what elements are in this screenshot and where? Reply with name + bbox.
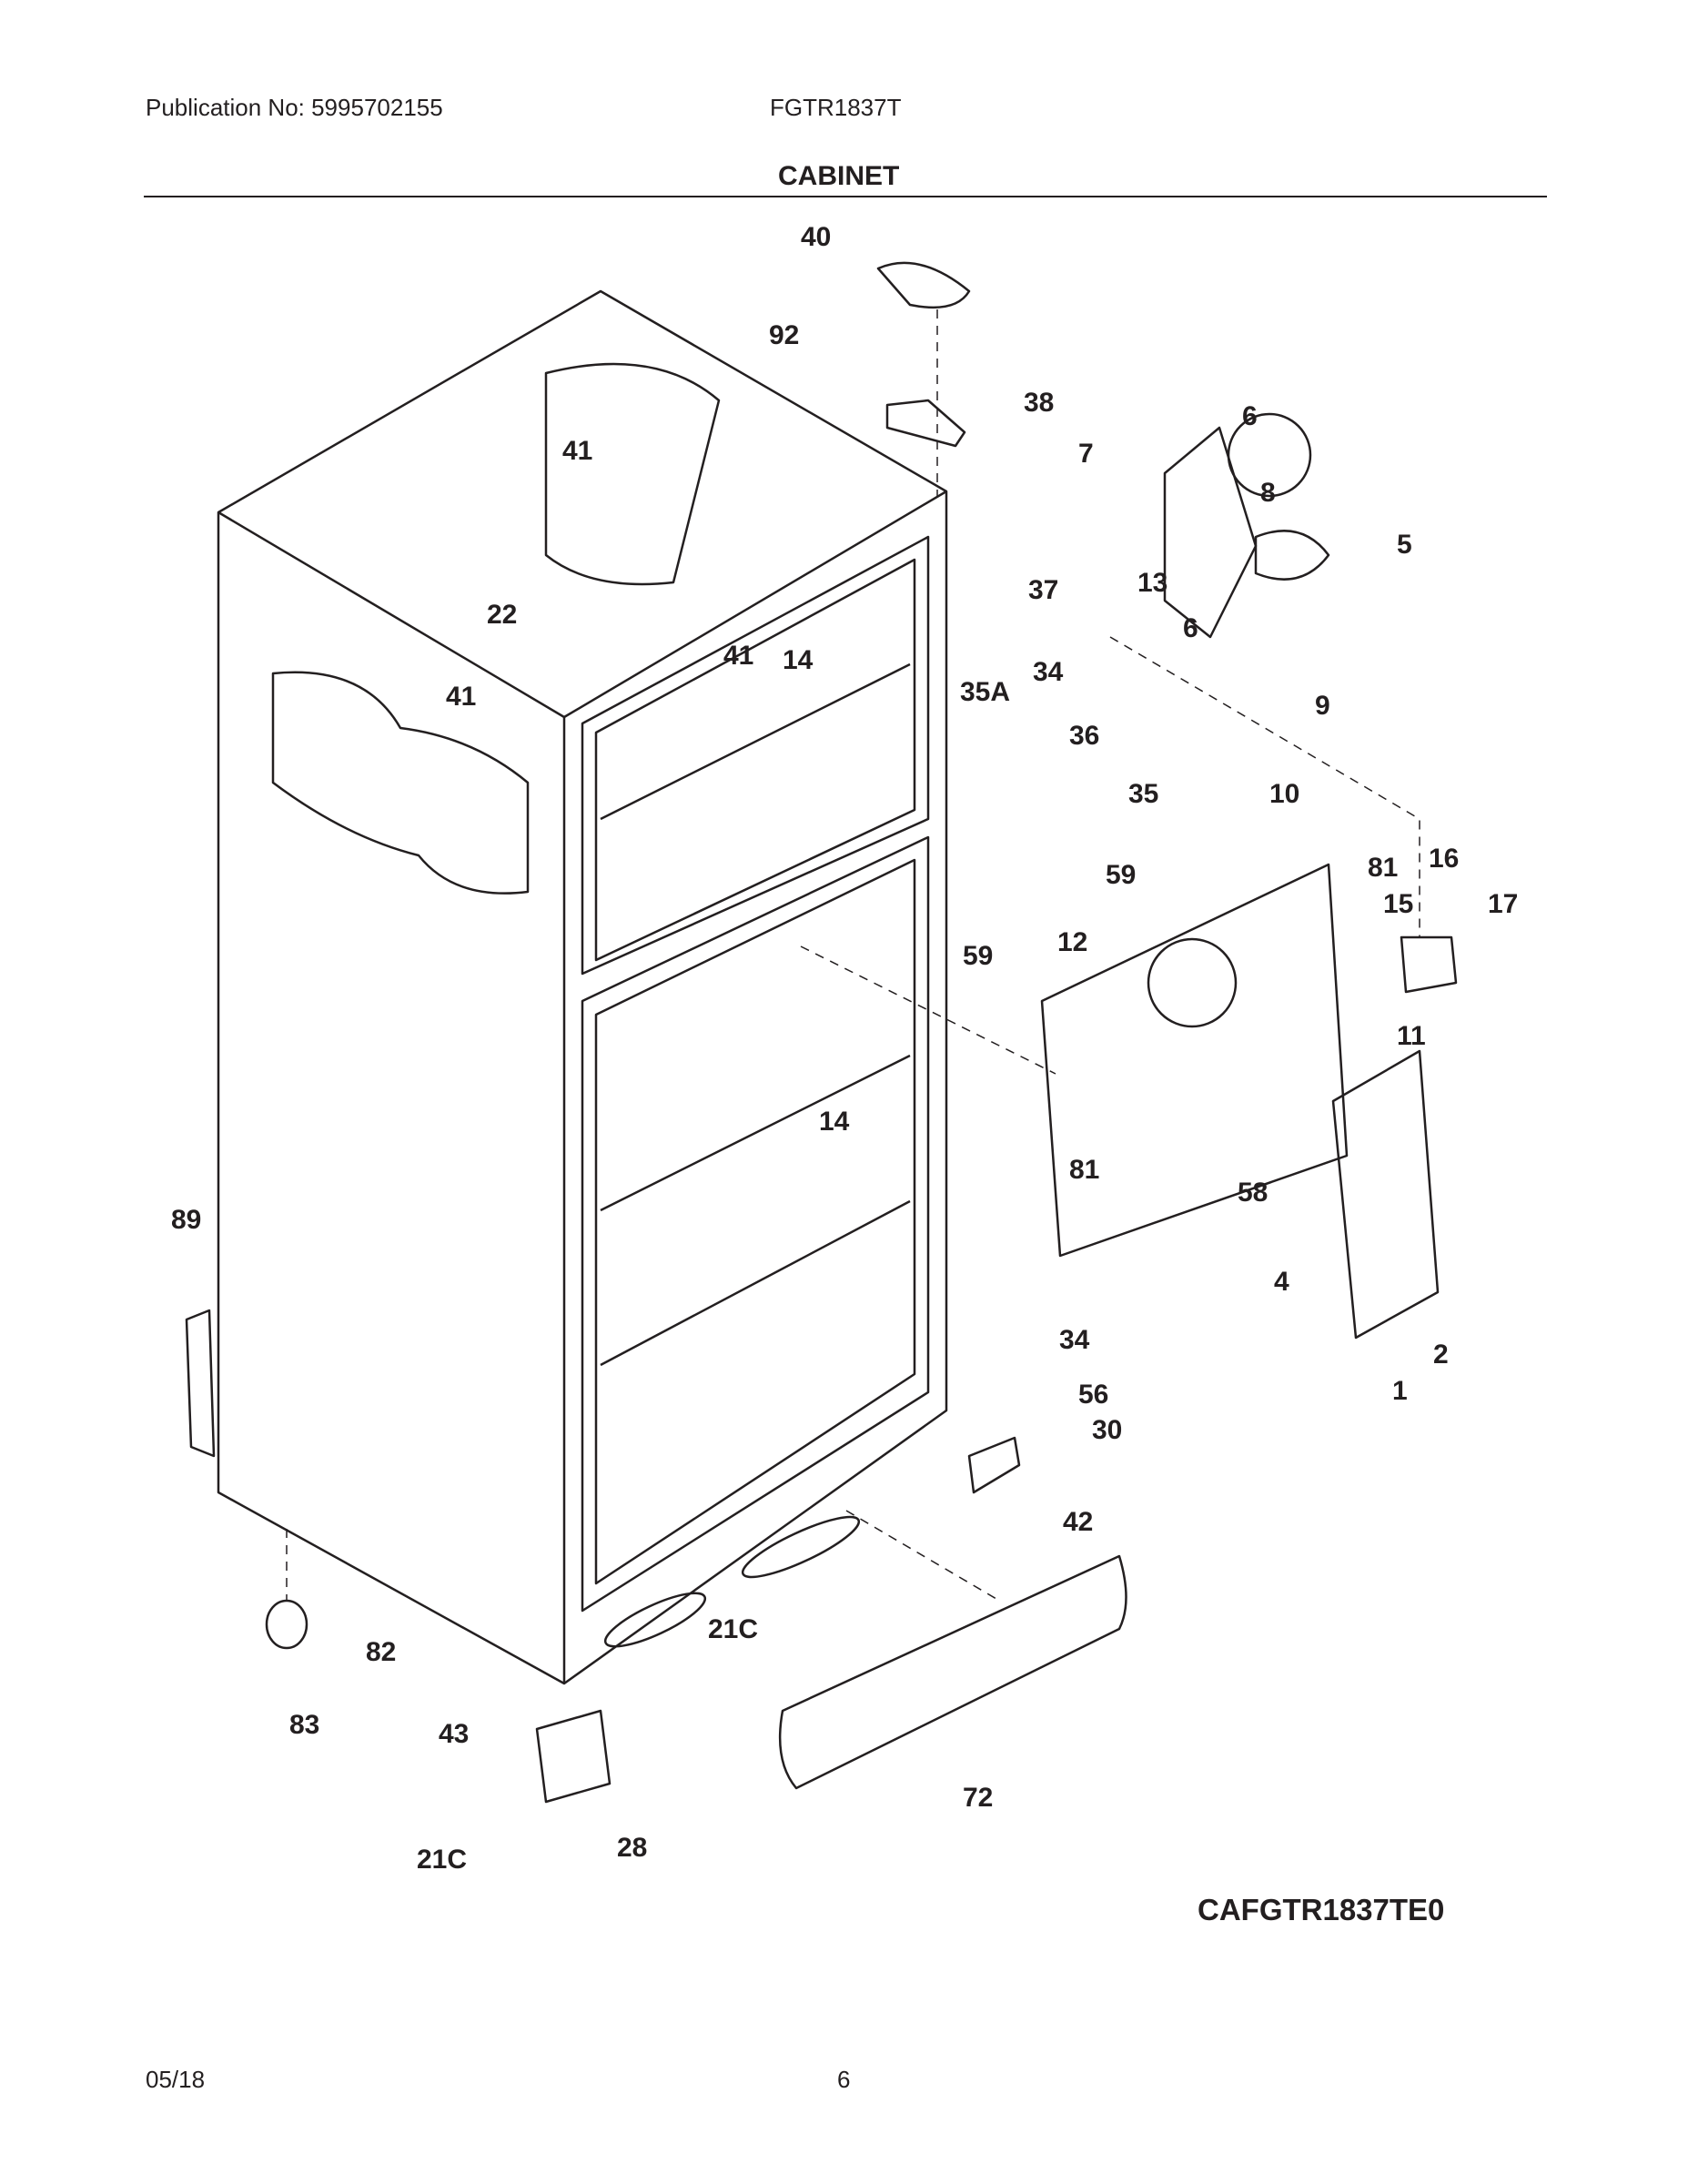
evaporator-fan-motor (1163, 426, 1258, 639)
callout-34: 34 (1033, 657, 1064, 687)
callout-8: 8 (1260, 478, 1276, 508)
callout-92: 92 (769, 320, 799, 350)
callout-36: 36 (1069, 721, 1099, 751)
callout-43: 43 (439, 1719, 469, 1749)
callout-35: 35 (1128, 779, 1158, 809)
callout-4: 4 (1274, 1267, 1289, 1297)
footer-date: 05/18 (146, 2066, 206, 2093)
lower-hinge (967, 1436, 1021, 1494)
callout-89: 89 (171, 1205, 201, 1235)
callout-10: 10 (1269, 779, 1299, 809)
callout-22: 22 (487, 600, 517, 630)
freezer-opening (581, 535, 930, 976)
callout-16: 16 (1429, 844, 1459, 874)
callout-21c: 21C (708, 1614, 758, 1644)
callout-41: 41 (562, 436, 592, 466)
header-rule (144, 196, 1547, 197)
grille-alignment-line (845, 1510, 1002, 1603)
fridge-shelf (600, 1054, 911, 1212)
cabinet-drawing (185, 261, 1458, 1804)
panel-alignment-line (800, 945, 1056, 1075)
top-hinge-cover (876, 261, 971, 309)
section-title: CABINET (778, 161, 900, 191)
freezer-shelf (600, 662, 911, 821)
callout-81: 81 (1368, 853, 1398, 883)
callout-42: 42 (1063, 1507, 1093, 1537)
callout-9: 9 (1315, 691, 1330, 721)
control-housing (1331, 1049, 1440, 1340)
callout-38: 38 (1024, 388, 1054, 418)
page-number: 6 (837, 2066, 851, 2093)
callout-7: 7 (1078, 439, 1094, 469)
model-number: FGTR1837T (770, 94, 902, 121)
callout-40: 40 (801, 222, 831, 252)
top-hinge (885, 399, 966, 448)
fan-alignment-line (1109, 636, 1420, 937)
callout-6: 6 (1242, 401, 1258, 431)
callout-15: 15 (1383, 889, 1413, 919)
callout-35a: 35A (960, 677, 1010, 707)
callout-56: 56 (1078, 1380, 1108, 1410)
callout-14: 14 (819, 1107, 850, 1137)
callout-28: 28 (617, 1833, 647, 1863)
cabinet-top-edge (217, 490, 947, 719)
callout-17: 17 (1488, 889, 1518, 919)
cabinet-outline (217, 289, 948, 1685)
callout-81: 81 (1069, 1155, 1099, 1185)
callout-2: 2 (1433, 1340, 1449, 1370)
callout-11: 11 (1397, 1021, 1426, 1051)
publication-number: Publication No: 5995702155 (146, 94, 443, 121)
callout-58: 58 (1238, 1178, 1268, 1208)
insulation-top (544, 362, 721, 586)
leveling-bracket (535, 1709, 612, 1804)
callout-12: 12 (1057, 927, 1087, 957)
base-opening-right (741, 1515, 861, 1579)
toe-grille (778, 1554, 1127, 1790)
callout-83: 83 (289, 1710, 319, 1740)
callout-30: 30 (1092, 1415, 1122, 1445)
callout-14: 14 (783, 645, 814, 675)
callout-1: 1 (1392, 1376, 1408, 1406)
crisper-cover (600, 1199, 911, 1367)
callout-5: 5 (1397, 530, 1412, 560)
fan-opening (1147, 937, 1238, 1028)
fresh-food-opening (581, 835, 930, 1613)
callout-37: 37 (1028, 575, 1058, 605)
roller (265, 1599, 308, 1650)
callout-82: 82 (366, 1637, 396, 1667)
insulation-side (271, 671, 530, 895)
callout-21c: 21C (417, 1845, 467, 1875)
evaporator-cover (1040, 863, 1349, 1258)
grommet-detail (1227, 412, 1312, 498)
base-opening-left (603, 1592, 707, 1648)
freezer-liner (594, 558, 916, 962)
side-bracket (185, 1309, 216, 1458)
callout-59: 59 (1106, 860, 1136, 890)
callout-59: 59 (963, 941, 993, 971)
fan-blade (1254, 530, 1330, 581)
diagram-code: CAFGTR1837TE0 (1198, 1893, 1445, 1926)
callout-41: 41 (446, 682, 476, 712)
callout-72: 72 (963, 1783, 993, 1813)
callout-6: 6 (1183, 613, 1198, 643)
light-shield (1400, 935, 1458, 994)
callout-13: 13 (1137, 568, 1167, 598)
callout-34: 34 (1059, 1325, 1090, 1355)
fresh-food-liner (594, 858, 916, 1585)
callout-41: 41 (723, 641, 753, 671)
